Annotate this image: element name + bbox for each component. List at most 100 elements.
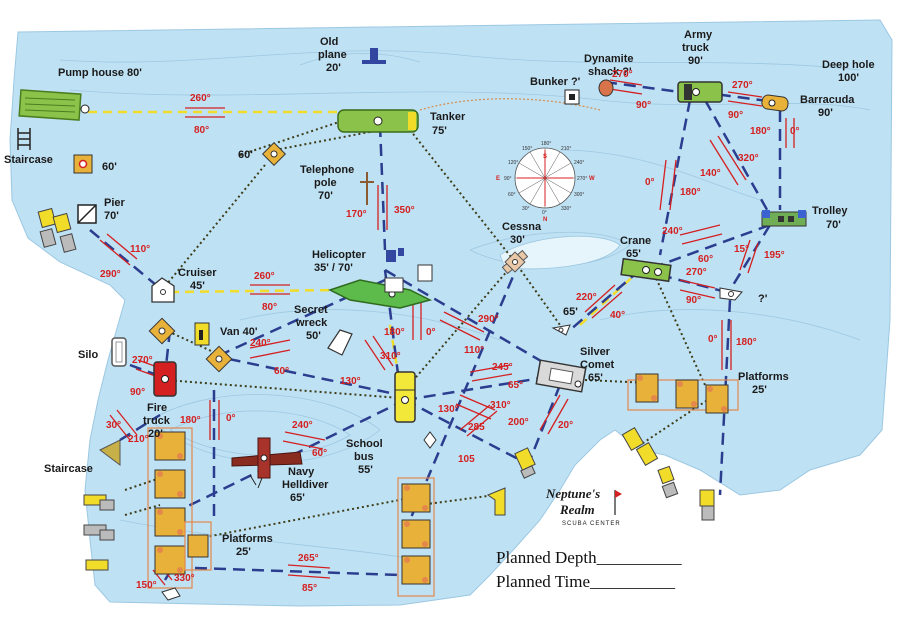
compass-deg-270: 270° [577,176,587,182]
helicopter-icon[interactable] [328,248,433,309]
compass-deg-330: 330° [561,206,571,212]
marker-60-icon[interactable] [73,154,93,174]
platforms-middle-icon[interactable] [397,477,506,597]
label-school-bus: School [346,438,383,450]
label-helicopter-depth: 35' / 70' [314,262,353,274]
label-silver-comet-depth: 65' [588,372,603,384]
van-icon[interactable] [148,317,233,373]
army-truck-icon[interactable] [677,81,723,103]
hd-pump-out: 260° [190,93,211,104]
hd-barr-back: 0° [790,126,800,137]
label-old-plane: Old [320,36,338,48]
small-boat-icon [423,431,437,449]
hd-trolley-crane-2: 60° [698,254,713,265]
hd-army-trolley-1: 140° [700,168,721,179]
hd-silo-fire-2: 90° [130,387,145,398]
secret-wreck-icon[interactable] [327,329,353,356]
hd-dyn-back: 90° [636,100,651,111]
shoal [499,235,621,270]
telephone-pole-icon[interactable] [360,172,374,205]
compass-deg-240: 240° [574,160,584,166]
hd-bus-marker-1: 310° [490,400,511,411]
label-silver-comet: Silver [580,346,611,358]
silo-icon[interactable] [111,337,127,367]
hd-bus-marker-2: 130° [438,404,459,415]
planned-time-field[interactable]: Planned Time__________ [496,572,675,591]
neptunes-realm-logo: Neptune's Realm SCUBA CENTER [545,486,622,527]
unknown-boat-icon[interactable] [719,287,743,301]
quarry-water [9,19,893,607]
dynamite-shack-icon[interactable] [598,79,614,97]
hd-navy-2: 60° [312,448,327,459]
hd-trolley-q-2: 195° [764,250,785,261]
hd-fire-plat-1: 180° [180,415,201,426]
marker-60-diamond-icon[interactable] [261,141,287,167]
label-platforms-left: Platforms [222,533,273,545]
compass-north: N [543,217,547,223]
fire-truck-icon[interactable] [153,361,177,397]
small-marker-icon [514,447,536,479]
pier-icon[interactable] [37,204,97,253]
label-staircase-top: Staircase [4,154,53,166]
label-barracuda-depth: 90' [818,107,833,119]
label-cruiser-depth: 45' [190,280,205,292]
label-platforms-left-depth: 25' [236,546,251,558]
label-65: 65' [563,306,578,318]
hd-bus-heli-1: 310° [380,351,401,362]
cessna-icon[interactable] [501,249,529,275]
planned-depth-field[interactable]: Planned Depth__________ [496,548,682,567]
hd-silo-fire-1: 270° [132,355,153,366]
hd-crane-65-1: 220° [576,292,597,303]
brand-line3: SCUBA CENTER [562,521,621,527]
compass-deg-90: 90° [504,176,512,182]
label-secret-wreck-2: wreck [295,317,328,329]
label-army: Army [684,29,713,41]
hd-plat-plat-2: 85° [302,583,317,594]
hd-heli-comet-2: 110° [464,345,484,356]
label-helicopter: Helicopter [312,249,367,261]
compass-south: S [543,154,547,160]
tanker-icon[interactable] [337,109,419,133]
hd-stair-2: 210° [128,434,149,445]
hd-heli-bus-2: 0° [426,327,436,338]
label-platforms-right: Platforms [738,371,789,383]
site-labels: Pump house 80' Staircase 60' Pier 70' Ol… [4,29,875,558]
label-cessna-depth: 30' [510,234,525,246]
heading-labels: 260° 80° 270° 90° 270° 90° 180° 0° 140° … [100,69,800,594]
platforms-left-icon[interactable] [83,427,212,601]
hd-crane-65-2: 40° [610,310,625,321]
trolley-icon[interactable] [761,210,807,227]
barracuda-icon[interactable] [761,94,789,112]
compass-deg-210: 210° [561,146,571,152]
hd-tanker-heli-2: 350° [394,205,415,216]
hd-plat-boat-1: 150° [136,580,157,591]
platforms-right-icon[interactable] [621,373,739,521]
navy-helldiver-icon[interactable] [231,437,303,489]
crane-icon[interactable] [620,257,672,283]
hd-cruiser-heli-1: 260° [254,271,275,282]
label-school-bus-2: bus [354,451,374,463]
hd-bus-comet-2: 65° [508,380,523,391]
bunker-icon[interactable] [564,89,580,105]
hd-crane-q-2: 90° [686,295,701,306]
silver-comet-icon[interactable] [535,359,587,393]
cruiser-icon[interactable] [151,277,175,303]
label-van: Van 40' [220,326,258,338]
label-staircase-bottom: Staircase [44,463,93,475]
label-navy-2: Helldiver [282,479,329,491]
hd-plat-boat-2: 330° [174,573,195,584]
hd-trolley-q-1: 15° [734,244,749,255]
label-school-bus-depth: 55' [358,464,373,476]
label-bunker: Bunker ?' [530,76,581,88]
old-plane-icon[interactable] [362,48,386,64]
hd-bus-heli-2: 130° [340,376,361,387]
boat-65-icon[interactable] [551,324,571,336]
label-barracuda: Barracuda [800,94,855,106]
brand-line2: Realm [559,502,595,517]
label-cessna: Cessna [502,221,542,233]
compass-west: W [589,176,595,182]
pump-house-icon[interactable] [18,89,90,121]
hd-pump-back: 80° [194,125,209,136]
school-bus-icon[interactable] [394,371,416,423]
